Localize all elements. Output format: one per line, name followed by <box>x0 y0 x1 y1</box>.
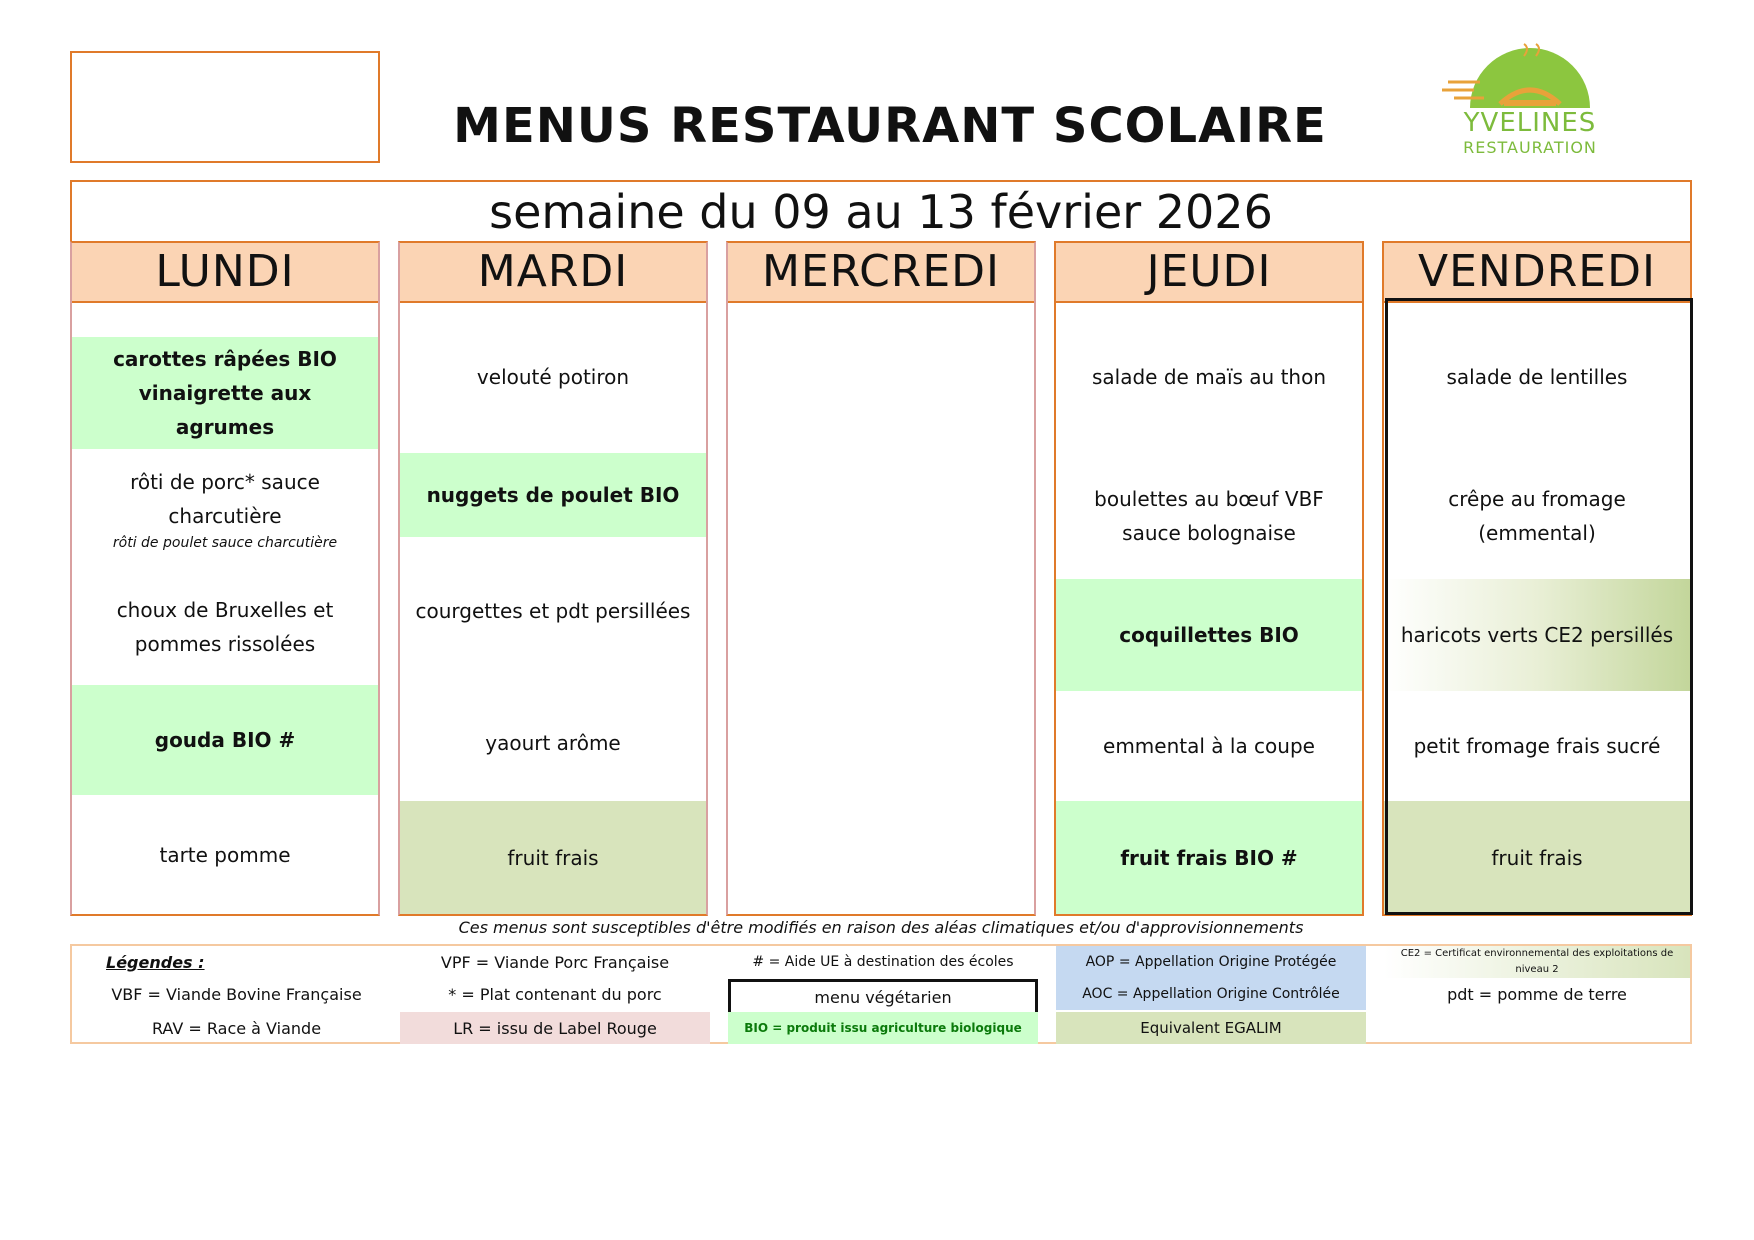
day-header: LUNDI <box>72 243 378 303</box>
brand-emblem-icon <box>1442 43 1590 108</box>
alternative-dish: rôti de poulet sauce charcutière <box>112 535 338 551</box>
disclaimer-note: Ces menus sont susceptibles d'être modif… <box>458 918 1304 937</box>
brand-name: YVELINES <box>1463 108 1597 138</box>
menu-item-starter: carottes râpées BIO vinaigrette aux agru… <box>72 337 378 449</box>
legend-vegetarian: menu végétarien <box>728 979 1038 1015</box>
legend-pork: * = Plat contenant du porc <box>448 984 662 1004</box>
legend-label-rouge: LR = issu de Label Rouge <box>400 1012 710 1044</box>
legend-egalim: Equivalent EGALIM <box>1056 1012 1366 1044</box>
menu-item-dessert: fruit frais <box>1384 801 1690 914</box>
menu-item-side: haricots verts CE2 persillés <box>1384 579 1690 691</box>
day-header: VENDREDI <box>1384 243 1690 303</box>
legend-ce2: CE2 = Certificat environnemental des exp… <box>1384 946 1690 978</box>
day-column-jeudi: JEUDI salade de maïs au thon boulettes a… <box>1054 241 1364 916</box>
menu-item-main: crêpe au fromage (emmental) <box>1448 487 1626 545</box>
menu-item-dairy: emmental à la coupe <box>1103 734 1315 758</box>
menu-item-side: courgettes et pdt persillées <box>415 599 691 623</box>
menu-item-side: coquillettes BIO <box>1056 579 1362 691</box>
legend-rav: RAV = Race à Viande <box>151 1018 322 1038</box>
legend-title: Légendes : <box>106 952 205 972</box>
day-column-lundi: LUNDI carottes râpées BIO vinaigrette au… <box>70 241 380 916</box>
menu-item-starter: salade de maïs au thon <box>1092 365 1326 389</box>
day-header: JEUDI <box>1056 243 1362 303</box>
day-column-vendredi: VENDREDI salade de lentilles crêpe au fr… <box>1382 241 1692 916</box>
menu-item-dairy: petit fromage frais sucré <box>1413 734 1661 758</box>
day-column-mercredi: MERCREDI <box>726 241 1036 916</box>
legend-eu-aid: # = Aide UE à destination des écoles <box>752 954 1014 970</box>
menu-item-dessert: fruit frais BIO # <box>1056 801 1362 914</box>
day-header: MERCREDI <box>728 243 1034 303</box>
menu-item-starter: salade de lentilles <box>1446 365 1628 389</box>
day-column-mardi: MARDI velouté potiron nuggets de poulet … <box>398 241 708 916</box>
brand-subtitle: RESTAURATION <box>1463 138 1597 157</box>
page-title: MENUS RESTAURANT SCOLAIRE <box>453 98 1327 154</box>
menu-item-main: nuggets de poulet BIO <box>400 453 706 537</box>
menu-item-dairy: yaourt arôme <box>485 731 621 755</box>
week-title: semaine du 09 au 13 février 2026 <box>70 180 1692 242</box>
menu-item-dessert: tarte pomme <box>159 842 291 867</box>
logo-placeholder-box <box>70 51 380 163</box>
brand-logo: YVELINES RESTAURATION <box>1440 42 1620 162</box>
menu-item-dessert: fruit frais <box>400 801 706 914</box>
legend-bio: BIO = produit issu agriculture biologiqu… <box>728 1012 1038 1044</box>
legend-aoc: AOC = Appellation Origine Contrôlée <box>1056 978 1366 1010</box>
legend-vbf: VBF = Viande Bovine Française <box>111 984 362 1004</box>
menu-item-starter: velouté potiron <box>476 365 630 389</box>
menu-item-main: rôti de porc* sauce charcutière rôti de … <box>112 470 338 551</box>
menu-item-side: choux de Bruxelles et pommes rissolées <box>116 598 334 656</box>
day-header: MARDI <box>400 243 706 303</box>
menu-item-main: boulettes au bœuf VBF sauce bolognaise <box>1094 487 1324 545</box>
legend-vpf: VPF = Viande Porc Française <box>440 952 670 972</box>
legend-box: Légendes : VPF = Viande Porc Française #… <box>70 944 1692 1044</box>
menu-item-dairy: gouda BIO # <box>72 685 378 795</box>
legend-pdt: pdt = pomme de terre <box>1447 984 1627 1004</box>
legend-aop: AOP = Appellation Origine Protégée <box>1056 946 1366 978</box>
